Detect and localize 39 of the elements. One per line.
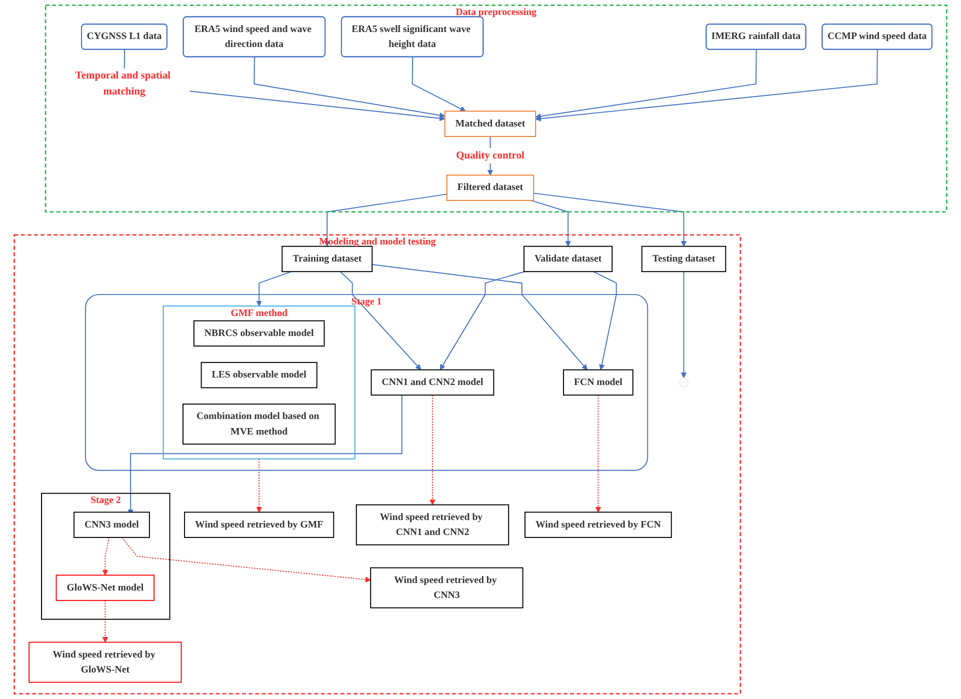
arrow [124,49,446,122]
arrow [535,49,757,120]
arrow [340,271,422,370]
arrow [535,49,878,122]
arrow [372,264,588,370]
node-box: CNN1 and CNN2 model [370,369,494,396]
arrow [440,271,526,370]
node-box: GloWS-Net model [56,574,155,601]
arrow [680,271,687,378]
node-box: Combination model based on MVE method [182,404,336,445]
node-box: Training dataset [282,246,373,272]
node-box: Validate dataset [524,246,613,272]
node-box: Testing dataset [641,246,726,272]
arrow [256,271,292,306]
node-box: Wind speed retrieved by GMF [184,512,334,538]
node-box: NBRCS observable model [193,320,325,347]
node-box: Wind speed retrieved by CNN3 [370,567,524,608]
node-box: FCN model [563,369,634,396]
node-box: Matched dataset [444,110,536,137]
node-box: LES observable model [200,362,318,388]
node-box: Wind speed retrieved by FCN [524,512,672,538]
node-box: Filtered dataset [446,174,534,201]
arrow [102,600,108,643]
arrow [121,536,371,582]
arrow [324,194,448,247]
arrow [533,192,687,247]
arrow [254,56,446,118]
node-box: CNN3 model [74,512,150,538]
edge-label: Quality control [456,150,524,162]
arrow [102,536,110,576]
edge-label: Temporal and spatial matching [75,70,171,98]
arrow [256,458,262,512]
node-box: Wind speed retrieved by CNN1 and CNN2 [356,504,510,546]
arrow [430,394,436,506]
arrow [592,271,617,370]
arrow [595,394,602,512]
arrow [412,56,466,112]
node-box: Wind speed retrieved by GloWS-Net [28,642,182,683]
arrow [530,200,571,247]
